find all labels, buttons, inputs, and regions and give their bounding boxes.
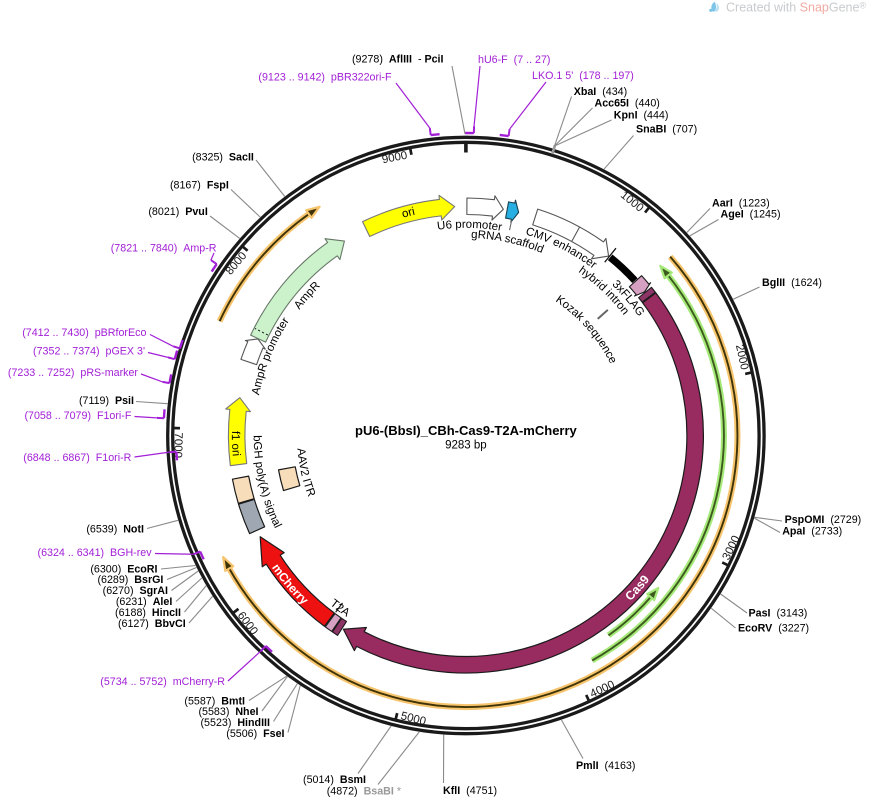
svg-text:KflI (4751): KflI (4751)	[443, 785, 497, 797]
svg-text:(7821 .. 7840) Amp-R: (7821 .. 7840) Amp-R	[111, 243, 217, 255]
svg-text:(4872) BsaBI *: (4872) BsaBI *	[327, 786, 401, 798]
svg-text:LKO.1 5' (178 .. 197): LKO.1 5' (178 .. 197)	[532, 70, 634, 82]
svg-text:PspOMI (2729): PspOMI (2729)	[785, 514, 862, 526]
svg-text:PasI (3143): PasI (3143)	[749, 608, 808, 620]
svg-text:PmlI (4163): PmlI (4163)	[576, 760, 635, 772]
svg-text:SnaBI (707): SnaBI (707)	[636, 124, 697, 136]
svg-text:Created with SnapGene®: Created with SnapGene®	[726, 1, 866, 15]
svg-text:(6324 .. 6341) BGH-rev: (6324 .. 6341) BGH-rev	[38, 547, 153, 559]
svg-text:(7233 .. 7252) pRS-marker: (7233 .. 7252) pRS-marker	[8, 367, 139, 379]
svg-text:(5014) BsmI: (5014) BsmI	[303, 774, 366, 786]
svg-text:Acc65I (440): Acc65I (440)	[595, 98, 660, 110]
svg-text:BglII (1624): BglII (1624)	[762, 277, 822, 289]
svg-text:hU6-F (7 .. 27): hU6-F (7 .. 27)	[478, 54, 550, 66]
svg-text:f1 ori: f1 ori	[229, 431, 242, 457]
svg-text:KpnI (444): KpnI (444)	[614, 110, 669, 122]
svg-text:(8325) SacII: (8325) SacII	[192, 152, 254, 164]
svg-text:XbaI (434): XbaI (434)	[574, 86, 627, 98]
svg-text:(7058 .. 7079) F1ori-F: (7058 .. 7079) F1ori-F	[24, 410, 131, 422]
svg-text:(9123 .. 9142) pBR322ori-F: (9123 .. 9142) pBR322ori-F	[258, 72, 392, 84]
svg-text:pU6-(BbsI)_CBh-Cas9-T2A-mCherr: pU6-(BbsI)_CBh-Cas9-T2A-mCherry	[355, 423, 578, 438]
svg-text:(6848 .. 6867) F1ori-R: (6848 .. 6867) F1ori-R	[23, 452, 131, 464]
svg-text:ApaI (2733): ApaI (2733)	[782, 526, 842, 538]
svg-text:(7412 .. 7430) pBRforEco: (7412 .. 7430) pBRforEco	[22, 327, 146, 339]
svg-text:EcoRV (3227): EcoRV (3227)	[738, 623, 809, 635]
svg-text:(5506) FseI: (5506) FseI	[226, 728, 284, 740]
svg-text:(8167) FspI: (8167) FspI	[170, 180, 229, 192]
svg-text:(9278) AflIII - PciI: (9278) AflIII - PciI	[352, 54, 444, 66]
svg-text:(5734 .. 5752) mCherry-R: (5734 .. 5752) mCherry-R	[100, 676, 225, 688]
svg-text:AgeI (1245): AgeI (1245)	[721, 209, 781, 221]
svg-text:(6539) NotI: (6539) NotI	[86, 524, 144, 536]
svg-text:(7119) PsiI: (7119) PsiI	[79, 395, 134, 407]
svg-text:(7352 .. 7374) pGEX 3': (7352 .. 7374) pGEX 3'	[33, 346, 145, 358]
svg-text:(8021) PvuI: (8021) PvuI	[148, 206, 207, 218]
svg-text:(6127) BbvCI: (6127) BbvCI	[118, 618, 186, 630]
svg-text:9283 bp: 9283 bp	[445, 439, 487, 451]
